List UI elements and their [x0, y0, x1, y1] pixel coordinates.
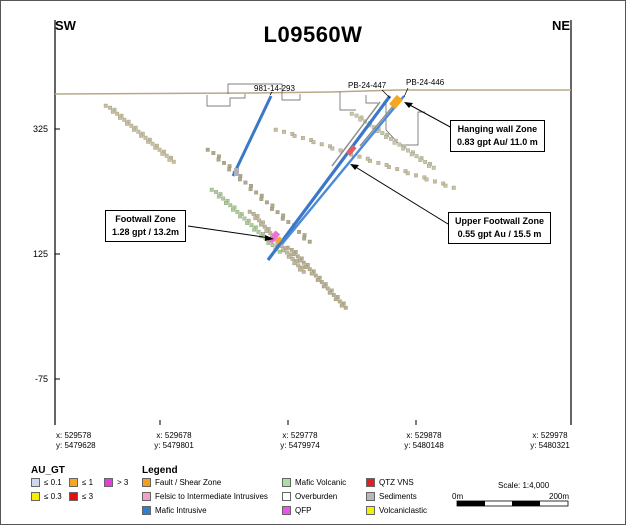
overburden-outline-2: [339, 92, 425, 146]
easting-label-0-x: x: 529578: [56, 431, 92, 440]
leader-447: [381, 89, 391, 99]
au-item-2: > 3: [104, 478, 128, 487]
easting-label-4-x: x: 529978: [532, 431, 568, 440]
drillhole-pb-24-447: [266, 95, 392, 261]
leader-981: [269, 91, 273, 96]
label-pb-24-446: PB-24-446: [406, 78, 445, 87]
au-item-4: ≤ 3: [69, 492, 93, 501]
easting-label-0-y: y: 5479628: [56, 441, 96, 450]
legend-mafic-volcanic: Mafic Volcanic: [282, 478, 346, 487]
legend-sediments: Sediments: [366, 492, 417, 501]
easting-label-3-y: y: 5480148: [404, 441, 444, 450]
legend-qtz-vns: QTZ VNS: [366, 478, 414, 487]
leader-446: [403, 87, 409, 98]
easting-label-1-x: x: 529678: [156, 431, 192, 440]
easting-label-3-x: x: 529878: [406, 431, 442, 440]
easting-label-4-y: y: 5480321: [530, 441, 570, 450]
scale-max: 200m: [549, 492, 570, 501]
scale-label: Scale: 1:4,000: [498, 481, 550, 490]
callout-arrows: [187, 102, 453, 241]
legend-overburden: Overburden: [282, 492, 337, 501]
callout-upper-footwall: Upper Footwall Zone 0.55 gpt Au / 15.5 m: [448, 212, 551, 244]
au-item-1: ≤ 1: [69, 478, 93, 487]
legend-fault: Fault / Shear Zone: [142, 478, 221, 487]
callout-hanging-wall: Hanging wall Zone 0.83 gpt Au/ 11.0 m: [450, 120, 545, 152]
zone-highlights: [267, 94, 403, 244]
legend-felsic: Felsic to Intermediate Intrusives: [142, 492, 268, 501]
au-item-3: ≤ 0.3: [31, 492, 62, 501]
legend-title: Legend: [142, 465, 178, 476]
easting-label-2-y: y: 5479974: [280, 441, 320, 450]
drillhole-pb-24-446: [281, 95, 405, 245]
legend-volcaniclastic: Volcaniclastic: [366, 506, 427, 515]
au-gt-title: AU_GT: [31, 465, 65, 476]
scale-min: 0m: [452, 492, 464, 501]
elevation-label-neg75: -75: [35, 374, 48, 384]
easting-label-1-y: y: 5479801: [154, 441, 194, 450]
legend-mafic-intrusive: Mafic Intrusive: [142, 506, 207, 515]
au-item-0: ≤ 0.1: [31, 478, 62, 487]
orientation-sw: SW: [55, 18, 76, 33]
orientation-ne: NE: [552, 18, 571, 33]
legend-qfp: QFP: [282, 506, 311, 515]
topography-line: [54, 89, 571, 95]
section-title: L09560W: [263, 22, 363, 47]
easting-label-2-x: x: 529778: [282, 431, 318, 440]
callout-footwall: Footwall Zone 1.28 gpt / 13.2m: [105, 210, 187, 242]
elevation-label-125: 125: [33, 249, 48, 259]
scale-bar: [456, 500, 569, 507]
elevation-label-325: 325: [33, 124, 48, 134]
label-981-14-293: 981-14-293: [254, 84, 295, 93]
label-pb-24-447: PB-24-447: [348, 81, 387, 90]
sample-trails: [103, 103, 456, 310]
overburden-outline-1: [206, 83, 301, 107]
drillhole-981-14-293: [231, 95, 273, 177]
